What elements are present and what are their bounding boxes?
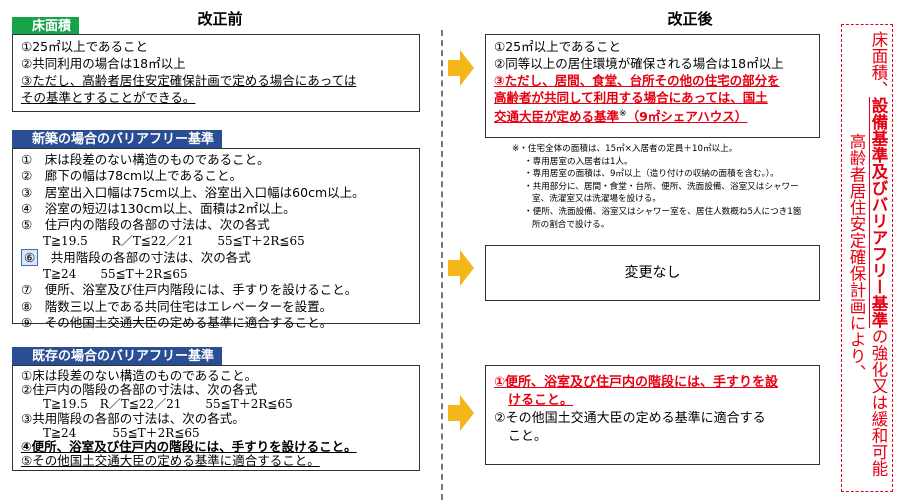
existing-item-bold: ④便所、浴室及び住戸内の階段には、手すりを設けること。	[21, 439, 357, 455]
side-note-col2: 高齢者居住安定確保計画により、	[847, 133, 866, 381]
floor-before-line: その基準とすることができる。	[21, 90, 196, 105]
floor-before-line: ②共同利用の場合は18㎡以上	[21, 56, 186, 71]
floor-after-line-red: 高齢者が共同して利用する場合にあっては、国土	[494, 90, 768, 105]
center-divider	[441, 30, 443, 500]
new-item: 共用階段の各部の寸法は、次の各式	[38, 249, 251, 265]
existing-item: ②住戸内の階段の各部の寸法は、次の各式	[21, 382, 258, 398]
new-item: ⑨ その他国土交通大臣の定める基準に適合すること。	[21, 314, 333, 330]
before-header: 改正前	[197, 10, 243, 28]
floor-after-line-red: ③ただし、居間、食堂、台所その他の住宅の部分を	[494, 73, 780, 88]
note-line: 所の割合で設ける。	[532, 219, 610, 230]
floor-after-line: ①25㎡以上であること	[494, 39, 621, 54]
floor-after-box: ①25㎡以上であること ②同等以上の居住環境が確保される場合は18㎡以上 ③ただ…	[485, 34, 820, 138]
side-note-box: 床面積、設備基準及びバリアフリー基準の強化又は緩和可能 高齢者居住安定確保計画に…	[841, 24, 893, 492]
existing-formula: T≧19.5 R／T≦22／21 55≦T＋2R≦65	[43, 397, 293, 412]
new-item: ② 廊下の幅は78cm以上であること。	[21, 168, 243, 184]
existing-item: ⑤その他国土交通大臣の定める基準に適合すること。	[21, 453, 320, 469]
new-item: ⑧ 階数三以上である共同住宅はエレベーターを設置。	[21, 298, 333, 314]
arrow-right-icon	[448, 50, 474, 86]
existing-item: ③共用階段の各部の寸法は、次の各式。	[21, 410, 245, 426]
note-line: 室、洗濯室又は洗濯場を設ける。	[532, 194, 661, 205]
floor-after-line-red: 交通大臣が定める基準	[494, 109, 620, 125]
side-note-text: の強化又は緩和可能	[869, 328, 888, 477]
existing-after-red: けること。	[508, 393, 574, 408]
new-formula: T≧24 55≦T＋2R≦65	[43, 267, 188, 282]
note-line: ・共用部分に、居間・食堂・台所、便所、洗面設備、浴室又はシャワー	[524, 181, 799, 192]
side-note-col1: 床面積、設備基準及びバリアフリー基準の強化又は緩和可能	[868, 31, 888, 477]
note-line: ※・住宅全体の面積は、15㎡×入居者の定員＋10㎡以上。	[512, 144, 738, 154]
floor-before-line: ③ただし、高齢者居住安定確保計画で定める場合にあっては	[21, 73, 357, 88]
new-item: ④ 浴室の短辺は130cm以上、面積は2㎡以上。	[21, 200, 296, 216]
arrow-right-icon	[448, 250, 474, 286]
existing-after-line: こと。	[508, 429, 548, 444]
note-line: ・専用居室の入居者は1人。	[524, 156, 633, 167]
new-item: ③ 居室出入口幅は75cm以上、浴室出入口幅は60cm以上。	[21, 184, 365, 200]
floor-after-share-house: （9㎡シェアハウス）	[626, 109, 748, 125]
note-line: ・専用居室の面積は、9㎡以上（造り付けの収納の面積を含む。）。	[524, 169, 779, 180]
existing-item: ①床は段差のない構造のものであること。	[21, 368, 258, 383]
side-note-text: 床面積、	[869, 31, 888, 97]
existing-after-red: ①便所、浴室及び住戸内の階段には、手すりを設	[494, 375, 779, 390]
arrow-right-icon	[448, 395, 474, 431]
new-barrier-free-tab: 新築の場合のバリアフリー基準	[12, 130, 223, 150]
side-note-emphasis: 設備基準及びバリアフリー基準	[869, 97, 888, 328]
floor-before-line: ①25㎡以上であること	[21, 39, 148, 54]
new-after-box: 変更なし	[485, 245, 820, 301]
after-header: 改正後	[667, 10, 713, 28]
floor-area-tab: 床面積	[12, 17, 80, 37]
existing-formula: T≧24 55≦T＋2R≦65	[43, 425, 200, 440]
new-item: ① 床は段差のない構造のものであること。	[21, 152, 270, 167]
floor-before-box: ①25㎡以上であること ②共同利用の場合は18㎡以上 ③ただし、高齢者居住安定確…	[12, 34, 420, 112]
new-formula: T≧19.5 R／T≦22／21 55≦T＋2R≦65	[43, 234, 305, 249]
new-item: ⑤ 住戸内の階段の各部の寸法は、次の各式	[21, 217, 270, 233]
floor-after-line: ②同等以上の居住環境が確保される場合は18㎡以上	[494, 56, 784, 71]
no-change-text: 変更なし	[624, 264, 681, 281]
item6-number: ⑥	[21, 248, 39, 266]
note-mark: ※	[619, 109, 627, 119]
existing-barrier-free-tab: 既存の場合のバリアフリー基準	[12, 347, 223, 367]
note-line: ・便所、洗面設備、浴室又はシャワー室を、居住人数概ね5人につき1箇	[524, 206, 802, 217]
new-before-box: ① 床は段差のない構造のものであること。 ② 廊下の幅は78cm以上であること。…	[12, 148, 420, 330]
existing-after-line: ②その他国土交通大臣の定める基準に適合する	[494, 411, 766, 426]
new-item: ⑦ 便所、浴室及び住戸内階段には、手すりを設けること。	[21, 282, 358, 298]
existing-after-box: ①便所、浴室及び住戸内の階段には、手すりを設 けること。 ②その他国土交通大臣の…	[485, 365, 820, 465]
notes-block: ※・住宅全体の面積は、15㎡×入居者の定員＋10㎡以上。 ・専用居室の入居者は1…	[512, 143, 832, 231]
existing-before-box: ①床は段差のない構造のものであること。 ②住戸内の階段の各部の寸法は、次の各式 …	[12, 365, 420, 471]
